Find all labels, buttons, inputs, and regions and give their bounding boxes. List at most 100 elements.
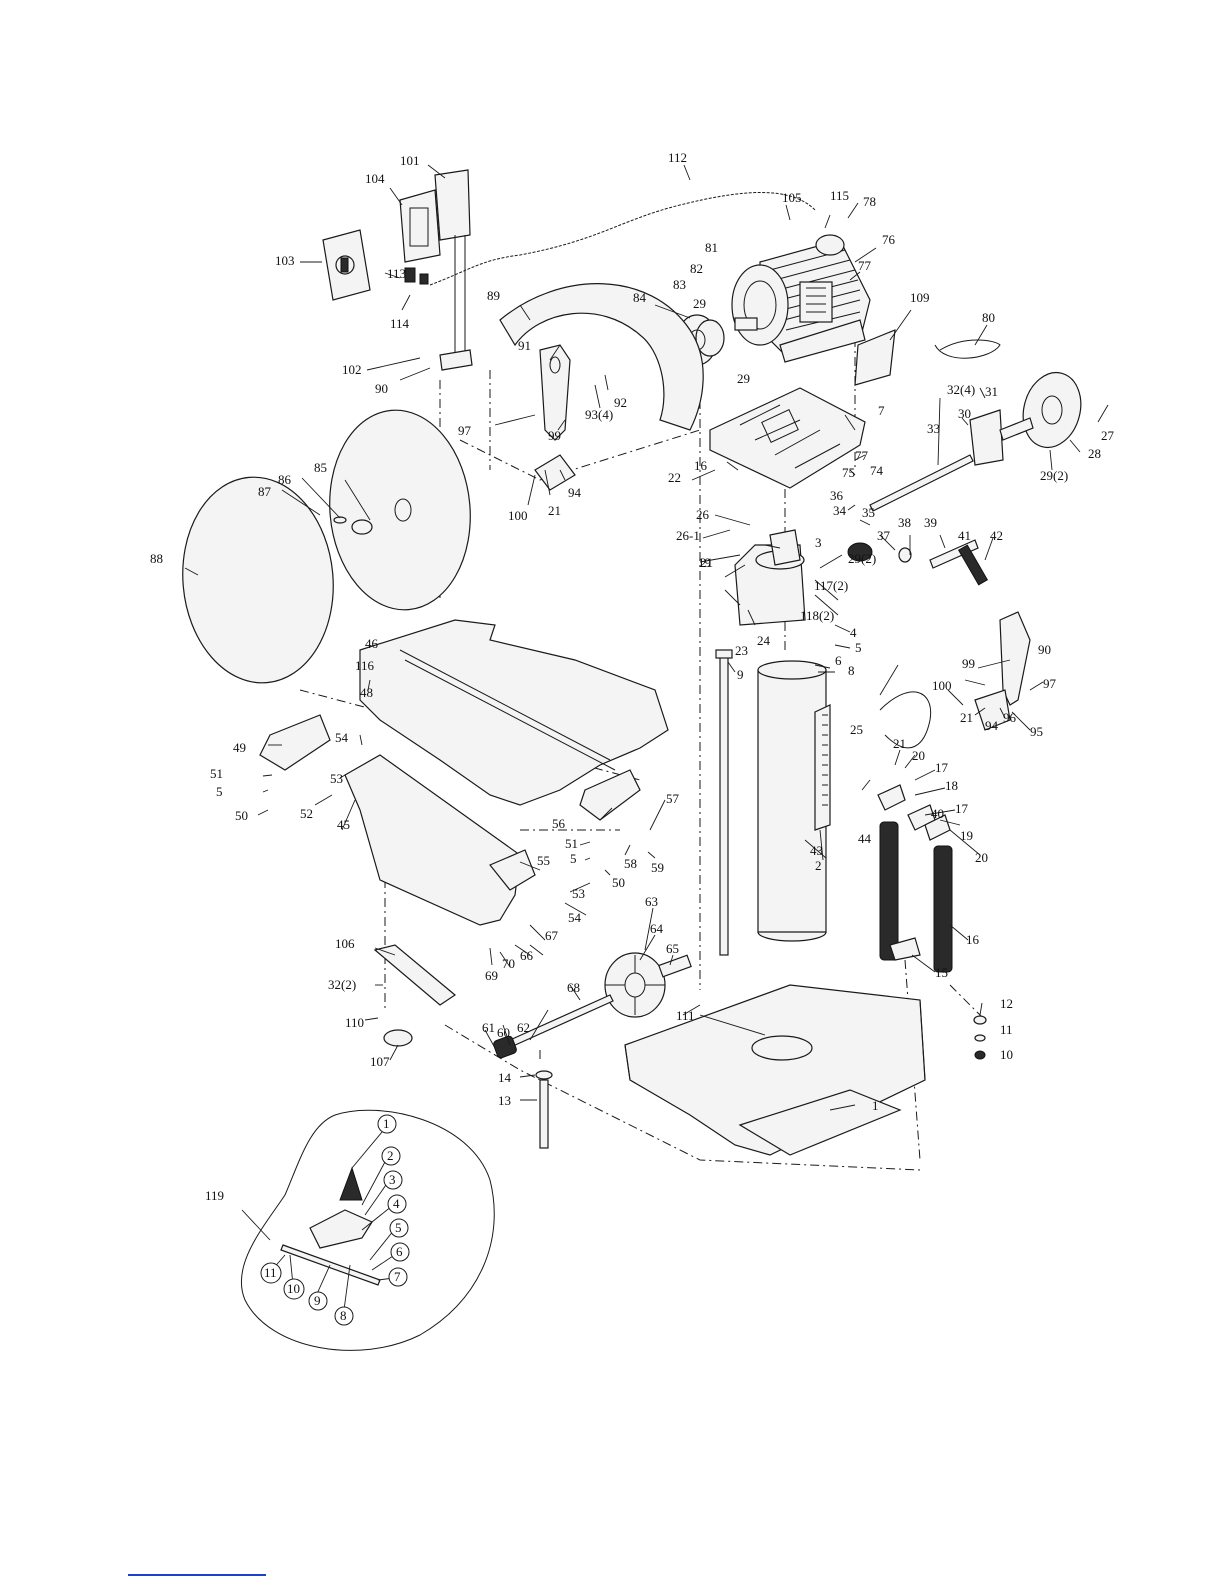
callout-label: 99 bbox=[962, 656, 975, 671]
callout-label: 78 bbox=[863, 194, 876, 209]
height-handwheel bbox=[869, 371, 1082, 512]
callout-label: 13 bbox=[498, 1093, 511, 1108]
callout-label: 60 bbox=[497, 1025, 510, 1040]
column-bracket bbox=[734, 529, 806, 626]
callout-label: 74 bbox=[870, 463, 884, 478]
motor bbox=[731, 234, 871, 363]
callout-label: 44 bbox=[858, 831, 872, 846]
work-table bbox=[359, 619, 669, 806]
footer-link[interactable] bbox=[128, 1574, 266, 1576]
callout-label: 30 bbox=[958, 406, 971, 421]
callout-label: 104 bbox=[365, 171, 385, 186]
callout-label: 16 bbox=[966, 932, 980, 947]
callout-label: 36 bbox=[830, 488, 844, 503]
callout-label: 101 bbox=[400, 153, 420, 168]
callout-label: 29(2) bbox=[1040, 468, 1068, 483]
inset-callout-label: 3 bbox=[389, 1172, 396, 1187]
callout-label: 53 bbox=[330, 771, 343, 786]
callout-label: 57 bbox=[666, 791, 680, 806]
callout-label: 90 bbox=[375, 381, 388, 396]
callout-label: 42 bbox=[990, 528, 1003, 543]
callout-label: 23 bbox=[735, 643, 748, 658]
guard-bracket-left bbox=[534, 344, 576, 491]
callout-label: 75 bbox=[842, 465, 855, 480]
callout-label: 115 bbox=[830, 188, 849, 203]
callout-labels: 1 2 3 4 5 5 5 6 7 8 9 10 11 12 13 14 15 … bbox=[150, 150, 1115, 1203]
callout-label: 29(2) bbox=[848, 551, 876, 566]
callout-label: 19 bbox=[698, 555, 711, 570]
sanding-disc bbox=[182, 409, 471, 684]
springs bbox=[879, 821, 953, 973]
callout-label: 3 bbox=[815, 535, 822, 550]
callout-label: 119 bbox=[205, 1188, 224, 1203]
callout-label: 58 bbox=[624, 856, 637, 871]
callout-label: 94 bbox=[568, 485, 582, 500]
power-cord bbox=[429, 192, 816, 286]
callout-label: 100 bbox=[508, 508, 528, 523]
callout-label: 85 bbox=[314, 460, 327, 475]
callout-label: 86 bbox=[278, 472, 292, 487]
callout-label: 55 bbox=[537, 853, 550, 868]
inset-callout-label: 6 bbox=[396, 1244, 403, 1259]
motor-mount-plate bbox=[709, 387, 866, 489]
callout-label: 32(4) bbox=[947, 382, 975, 397]
callout-label: 16 bbox=[694, 458, 708, 473]
callout-label: 105 bbox=[782, 190, 802, 205]
callout-label: 68 bbox=[567, 980, 580, 995]
callout-label: 34 bbox=[833, 503, 847, 518]
callout-label: 1 bbox=[872, 1098, 879, 1113]
callout-label: 4 bbox=[850, 625, 857, 640]
inset-callouts: 1 2 3 4 5 6 7 8 9 10 11 bbox=[260, 1114, 410, 1326]
callout-label: 52 bbox=[300, 806, 313, 821]
inset-callout-label: 10 bbox=[287, 1281, 300, 1296]
callout-label: 5 bbox=[570, 851, 577, 866]
callout-label: 2 bbox=[815, 858, 822, 873]
cable-clip bbox=[879, 691, 932, 749]
callout-label: 8 bbox=[848, 663, 855, 678]
callout-label: 28 bbox=[1088, 446, 1101, 461]
callout-label: 21 bbox=[548, 503, 561, 518]
callout-label: 29 bbox=[693, 296, 706, 311]
callout-label: 110 bbox=[345, 1015, 364, 1030]
inset-callout-label: 4 bbox=[393, 1196, 400, 1211]
callout-label: 64 bbox=[650, 921, 664, 936]
callout-label: 21 bbox=[700, 555, 713, 570]
inset-callout-label: 1 bbox=[383, 1116, 390, 1131]
info-card bbox=[854, 329, 896, 386]
callout-label: 12 bbox=[1000, 996, 1013, 1011]
callout-label: 61 bbox=[482, 1020, 495, 1035]
callout-label: 84 bbox=[633, 290, 647, 305]
callout-label: 76 bbox=[882, 232, 896, 247]
base bbox=[624, 984, 926, 1156]
callout-label: 114 bbox=[390, 316, 410, 331]
callout-label: 69 bbox=[485, 968, 498, 983]
callout-label: 50 bbox=[235, 808, 248, 823]
callout-label: 51 bbox=[210, 766, 223, 781]
callout-label: 107 bbox=[370, 1054, 390, 1069]
callout-label: 35 bbox=[862, 505, 875, 520]
callout-label: 117(2) bbox=[814, 578, 848, 593]
inset-miter-gauge bbox=[240, 1109, 495, 1351]
callout-label: 5 bbox=[855, 640, 862, 655]
inset-callout-label: 2 bbox=[387, 1148, 394, 1163]
callout-label: 97 bbox=[1043, 676, 1057, 691]
callout-label: 10 bbox=[1000, 1047, 1013, 1062]
callout-label: 95 bbox=[1030, 724, 1043, 739]
callout-label: 33 bbox=[927, 421, 940, 436]
callout-label: 118(2) bbox=[800, 608, 834, 623]
callout-label: 54 bbox=[335, 730, 349, 745]
callout-label: 106 bbox=[335, 936, 355, 951]
callout-label: 83 bbox=[673, 277, 686, 292]
callout-label: 112 bbox=[668, 150, 687, 165]
callout-label: 18 bbox=[945, 778, 958, 793]
washer-14 bbox=[535, 1070, 553, 1080]
callout-label: 46 bbox=[365, 636, 379, 651]
callout-label: 103 bbox=[275, 253, 295, 268]
plug bbox=[383, 1029, 413, 1047]
leader-lines bbox=[184, 164, 1109, 1311]
tilt-handwheel bbox=[604, 952, 692, 1018]
callout-label: 63 bbox=[645, 894, 658, 909]
lock-rod bbox=[715, 649, 733, 956]
inset-callout-label: 8 bbox=[340, 1308, 347, 1323]
